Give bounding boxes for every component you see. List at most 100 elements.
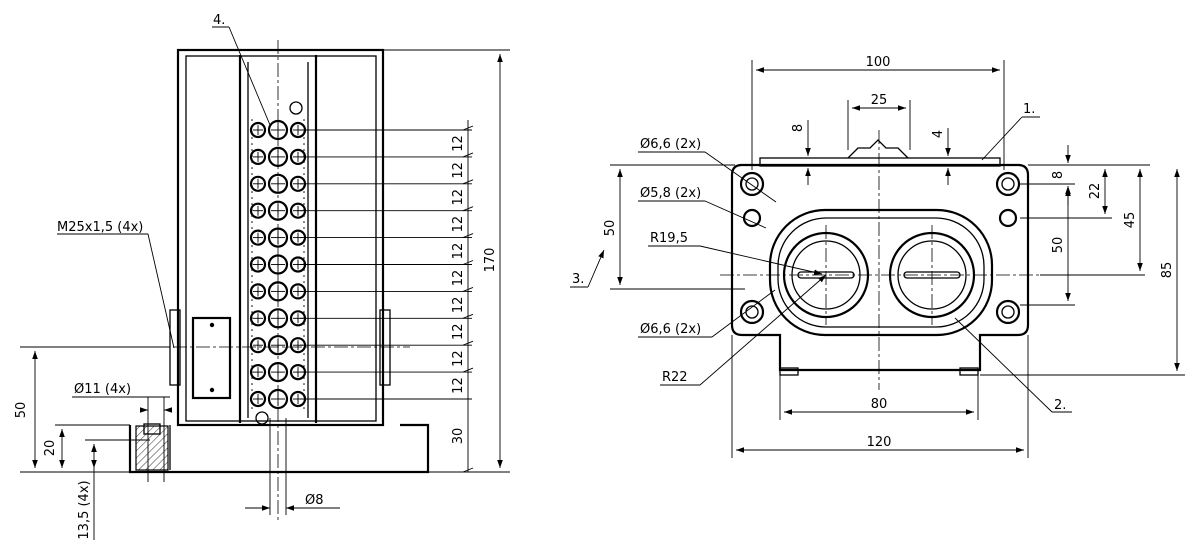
terminal-dot — [251, 341, 253, 343]
terminal-screw — [267, 388, 289, 410]
plate-rivet-bottom — [209, 387, 215, 393]
dim-22-label: 22 — [1088, 183, 1103, 200]
terminal-dot — [303, 407, 305, 409]
terminal-dot — [303, 197, 305, 199]
terminal-dot — [303, 323, 305, 325]
terminal-screw — [267, 173, 289, 194]
terminal-screw — [289, 390, 307, 408]
terminal-screw — [249, 283, 267, 300]
terminal-screw — [289, 283, 307, 300]
callout-3-arrow — [587, 249, 605, 288]
terminal-dot — [303, 317, 305, 319]
top-pin — [289, 101, 303, 115]
radius-19-label: R19,5 — [650, 231, 688, 246]
hole-top-right-inner — [1001, 177, 1015, 191]
terminal-dot — [251, 155, 253, 157]
dim-20-label: 20 — [43, 440, 58, 457]
bezel-inner — [777, 217, 985, 328]
hole-top-left — [739, 171, 765, 197]
terminal-dot — [251, 149, 253, 151]
pitch-label: 12 — [451, 243, 466, 260]
radius-22-label: R22 — [662, 370, 688, 385]
terminal-screw — [267, 200, 289, 221]
pitch-tick — [462, 233, 474, 239]
terminal-dot — [251, 245, 253, 247]
hole-bottom-right-inner — [1001, 305, 1015, 319]
terminal-dot — [251, 275, 253, 277]
bottom-pin — [255, 411, 269, 425]
terminal-dot — [251, 131, 253, 133]
pitch-tick — [462, 206, 474, 212]
terminal-dot — [251, 359, 253, 361]
terminal-dot — [303, 191, 305, 193]
terminal-dot — [251, 329, 253, 331]
terminal-dot — [251, 317, 253, 319]
terminal-screw — [267, 362, 289, 383]
terminal-dot — [303, 299, 305, 301]
gland-right — [379, 309, 391, 386]
terminal-dot — [303, 389, 305, 391]
terminal-screw — [249, 337, 267, 354]
terminal-dot — [251, 281, 253, 283]
pitch-label: 12 — [451, 377, 466, 394]
terminal-dot — [251, 179, 253, 181]
counterbore — [143, 423, 161, 435]
terminal-dot — [251, 365, 253, 367]
pitch-tick — [462, 152, 474, 158]
terminal-dot — [251, 293, 253, 295]
terminal-dot — [251, 203, 253, 205]
terminal-screw — [249, 175, 267, 192]
base-hole-section — [135, 425, 169, 471]
hole-66-top-label: Ø6,6 (2x) — [640, 137, 701, 152]
terminal-screw — [249, 121, 267, 139]
top-lip — [759, 157, 1001, 167]
terminal-dot — [251, 233, 253, 235]
terminal-dot — [303, 173, 305, 175]
terminal-dot — [303, 185, 305, 187]
pitch-tick — [462, 260, 474, 265]
terminal-dot — [251, 263, 253, 265]
terminal-dot — [251, 335, 253, 337]
pitch-tick — [462, 340, 474, 346]
terminal-dot — [251, 299, 253, 301]
front-body — [730, 163, 1030, 372]
terminal-screw — [267, 119, 289, 141]
dim-4-label: 4 — [931, 130, 946, 138]
terminal-dot — [303, 167, 305, 169]
pitch-tick — [462, 313, 474, 319]
terminal-dot — [251, 377, 253, 379]
terminal-dot — [303, 269, 305, 271]
terminal-screw — [289, 337, 307, 354]
terminal-dot — [251, 185, 253, 187]
terminal-dot — [251, 191, 253, 193]
terminal-dot — [303, 383, 305, 385]
terminal-dot — [303, 341, 305, 343]
terminal-dot — [251, 257, 253, 259]
terminal-dot — [251, 323, 253, 325]
terminal-screw — [249, 256, 267, 273]
terminal-screw — [249, 364, 267, 381]
terminal-dot — [251, 395, 253, 397]
dim-50-label: 50 — [14, 402, 29, 419]
terminal-dot — [251, 161, 253, 163]
terminal-dot — [303, 119, 305, 121]
terminal-dot — [251, 119, 253, 121]
pitch-tick — [462, 286, 474, 292]
pitch-label: 12 — [451, 297, 466, 314]
front-view: 100 25 8 4 1. Ø6,6 (2x) Ø5,8 (2x) R19,5 — [570, 55, 1185, 458]
thread-label: M25x1,5 (4x) — [57, 220, 143, 235]
hole-58-left — [742, 208, 762, 228]
terminal-dot — [303, 305, 305, 307]
terminal-dot — [303, 353, 305, 355]
terminal-dot — [251, 239, 253, 241]
terminal-dot — [251, 407, 253, 409]
terminal-dot — [303, 311, 305, 313]
terminal-dot — [251, 137, 253, 139]
terminal-dot — [303, 149, 305, 151]
terminal-dot — [303, 251, 305, 253]
terminal-dot — [303, 347, 305, 349]
terminal-dot — [303, 365, 305, 367]
terminal-dot — [251, 143, 253, 145]
terminal-dot — [303, 137, 305, 139]
terminal-dot — [251, 209, 253, 211]
